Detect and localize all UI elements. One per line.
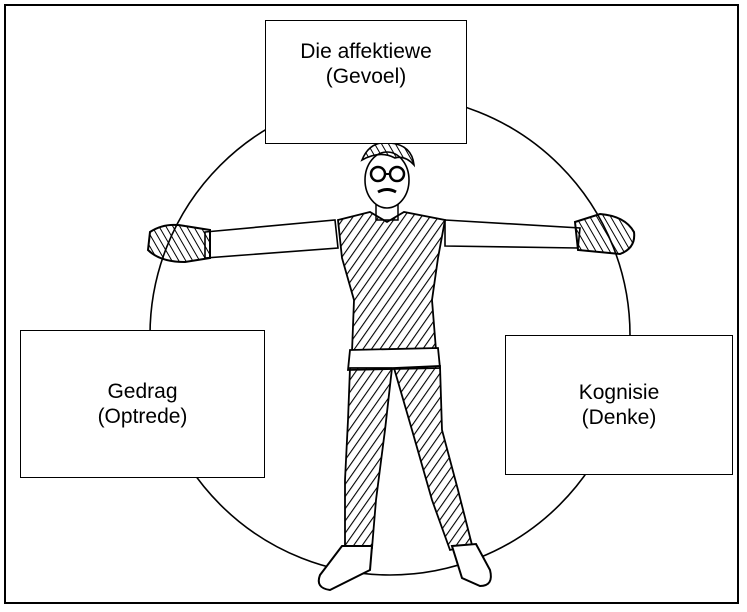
cognition-box: Kognisie (Denke) xyxy=(505,335,733,475)
right-arm xyxy=(445,220,580,248)
affective-subtitle: (Gevoel) xyxy=(326,64,407,89)
left-arm xyxy=(205,220,338,258)
torso xyxy=(338,212,445,352)
left-glasses-lens xyxy=(371,167,385,181)
affective-box: Die affektiewe (Gevoel) xyxy=(265,20,467,144)
right-glasses-lens xyxy=(390,167,404,181)
right-leg xyxy=(394,366,472,550)
left-hand xyxy=(148,225,210,262)
right-hand xyxy=(575,214,634,254)
cognition-subtitle: (Denke) xyxy=(582,405,657,430)
affective-title: Die affektiewe xyxy=(300,39,432,64)
right-foot xyxy=(452,544,491,586)
behaviour-subtitle: (Optrede) xyxy=(98,404,188,429)
behaviour-box: Gedrag (Optrede) xyxy=(20,330,265,478)
left-leg xyxy=(345,368,392,548)
cognition-title: Kognisie xyxy=(579,380,660,405)
behaviour-title: Gedrag xyxy=(107,379,177,404)
left-foot xyxy=(319,546,372,590)
